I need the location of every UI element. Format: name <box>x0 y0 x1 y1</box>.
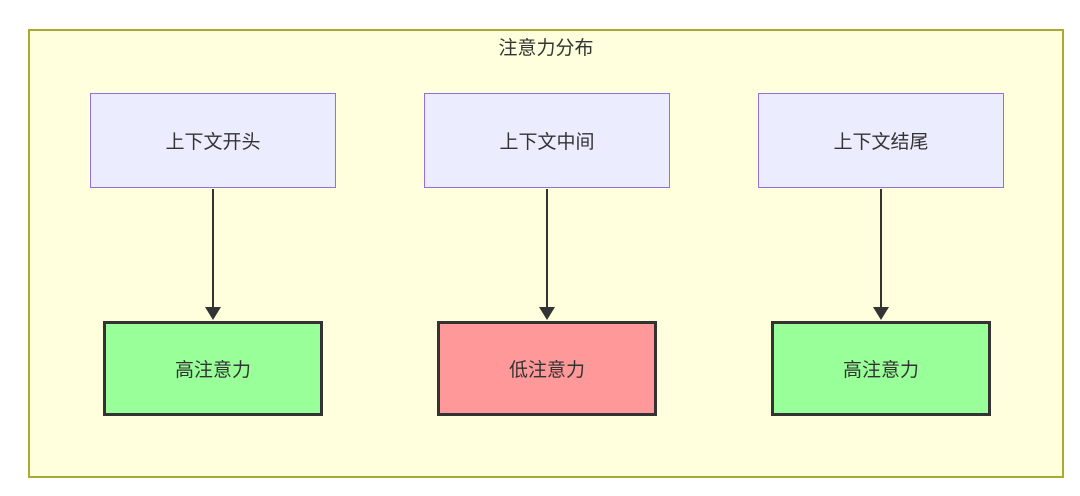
node-low-attention-middle-label: 低注意力 <box>508 360 585 381</box>
node-context-end-label: 上下文结尾 <box>833 132 929 153</box>
node-low-attention-middle: 低注意力 <box>437 321 657 416</box>
node-high-attention-start-label: 高注意力 <box>174 360 251 381</box>
node-context-end: 上下文结尾 <box>758 93 1004 188</box>
node-high-attention-end: 高注意力 <box>771 321 991 416</box>
node-high-attention-end-label: 高注意力 <box>842 360 919 381</box>
diagram-title: 注意力分布 <box>498 38 594 59</box>
node-context-start-label: 上下文开头 <box>165 132 261 153</box>
node-context-middle: 上下文中间 <box>424 93 670 188</box>
node-high-attention-start: 高注意力 <box>103 321 323 416</box>
node-context-start: 上下文开头 <box>90 93 336 188</box>
node-context-middle-label: 上下文中间 <box>499 132 595 153</box>
